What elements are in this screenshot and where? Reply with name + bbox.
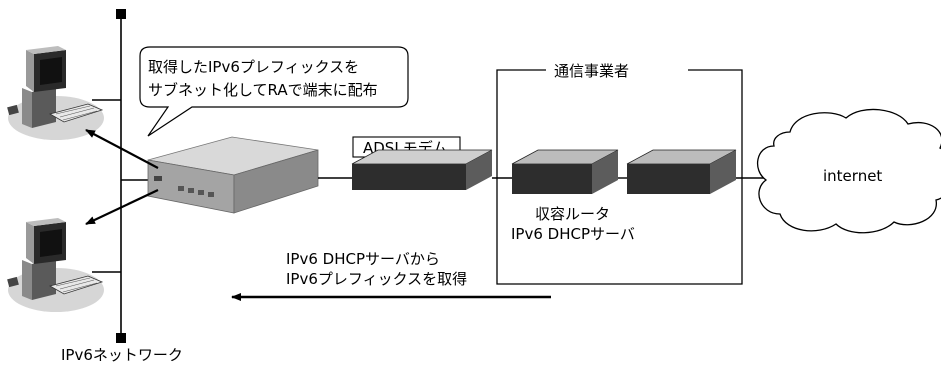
ra-arrow-to-pc-bottom [85,189,159,225]
ra-arrow-to-pc-top [85,129,159,169]
router-label-2: IPv6 DHCPサーバ [511,225,635,243]
callout-bubble: 取得したIPv6プレフィックスを サブネット化してRAで端末に配布 [139,46,409,137]
adsl-modem: ADSLモデム [351,136,493,190]
carrier-box: 通信事業者 [496,62,743,285]
callout-line-2: サブネット化してRAで端末に配布 [148,81,378,99]
router-label-1: 収容ルータ [535,205,610,223]
flow-label-2: IPv6プレフィックスを取得 [286,270,467,288]
carrier-device [626,149,737,194]
flow-label-1: IPv6 DHCPサーバから [286,250,440,268]
carrier-label: 通信事業者 [554,62,629,80]
backbone-terminator-top [116,9,126,19]
network-label: IPv6ネットワーク [61,346,183,363]
router-device [147,136,319,214]
pc-bottom [7,218,104,312]
access-router [511,149,619,194]
pc-top [7,46,104,140]
callout-line-1: 取得したIPv6プレフィックスを [148,58,359,76]
internet-cloud: internet [756,108,941,234]
backbone-terminator-bottom [116,333,126,343]
cloud-label: internet [823,167,882,185]
